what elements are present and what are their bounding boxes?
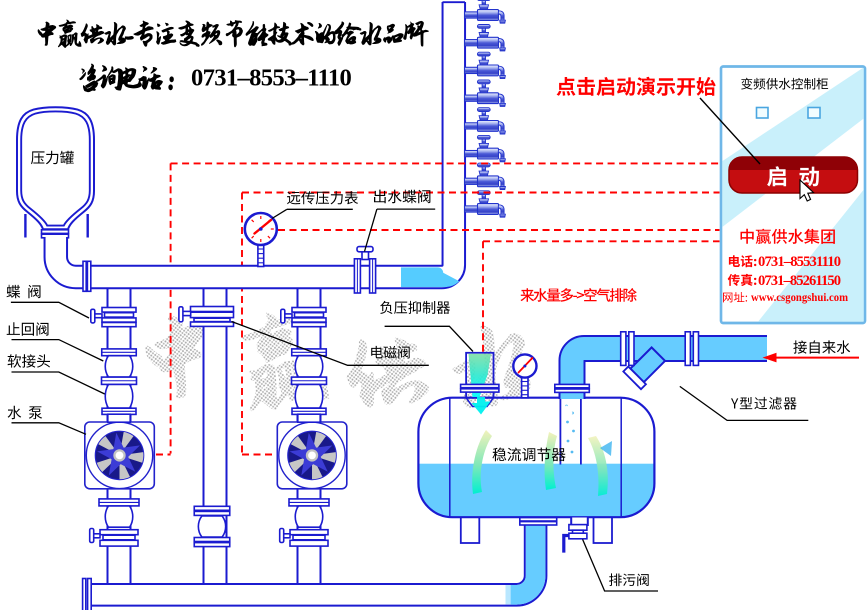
svg-text:0731–8553–1110: 0731–8553–1110 bbox=[191, 64, 352, 91]
svg-text:0731–85261150: 0731–85261150 bbox=[758, 273, 841, 289]
svg-text:www.csgongshui.com: www.csgongshui.com bbox=[751, 290, 848, 304]
svg-text:0731–85531110: 0731–85531110 bbox=[758, 254, 841, 270]
